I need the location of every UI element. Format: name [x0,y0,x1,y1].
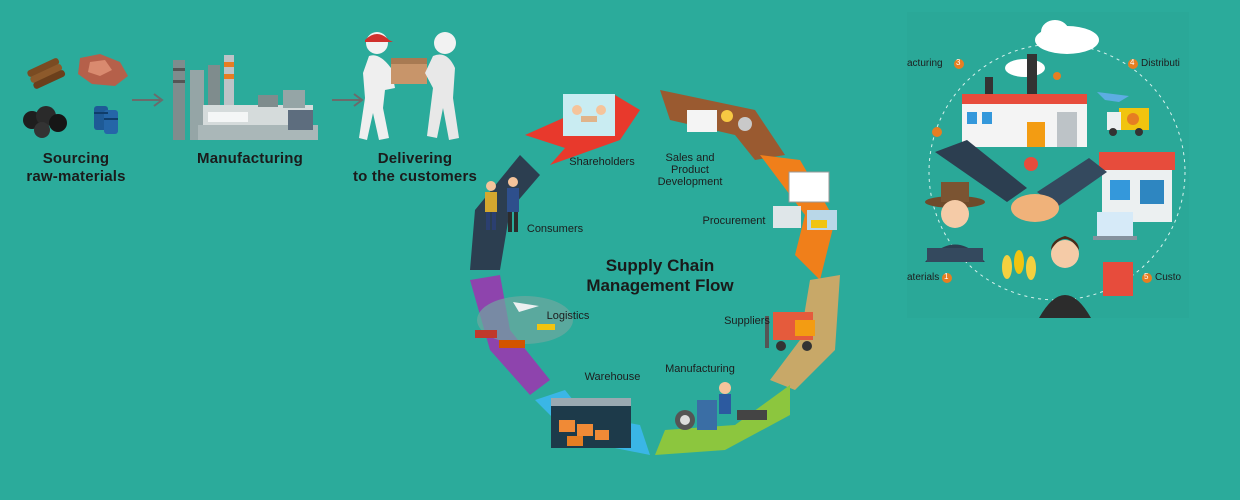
sales-arrow [660,90,785,160]
cycle-diagram [455,80,855,460]
side-badge-1: 1 [944,272,949,281]
stage-label-sales: Sales and Product Development [657,152,723,188]
farmer-icon [925,182,985,262]
shopping-bag-icon [1103,262,1133,296]
procurement-arrow [760,155,835,280]
stage-label-procurement: Procurement [702,215,766,227]
warehouse-icon [551,398,631,448]
stage-label-shareholders: Shareholders [569,156,635,168]
factory-icon [962,54,1087,147]
manufacturing-arrow [655,385,790,455]
handshake-icon [935,140,1107,222]
truck-icon [1107,108,1149,136]
side-label-raw-materials: aterials [907,272,940,283]
gear-icon [1053,72,1061,80]
manufacturing-label: Manufacturing [197,150,303,167]
forklift-icon [765,312,815,351]
gear-icon [1024,157,1038,171]
side-badge-4: 4 [1130,58,1135,67]
stage-label-suppliers: Suppliers [724,315,770,327]
coal-icon [23,106,67,138]
sales-icon [687,110,752,132]
shop-icon [1099,152,1175,222]
side-badge-5: 5 [1144,272,1149,281]
wheat-icon [1002,250,1036,280]
diagram-title: Supply Chain Management Flow [586,256,734,295]
stage-label-logistics: Logistics [546,310,590,322]
airplane-icon [1097,92,1129,102]
barrel-icon [94,106,118,134]
stage-label-warehouse: Warehouse [584,371,641,383]
customer-icon [1039,236,1091,318]
side-label-distribution: Distributi [1141,58,1180,69]
delivering-label: Delivering to the customers [352,150,478,185]
procurement-icon [773,171,837,230]
logistics-icon [475,296,573,348]
ore-icon [78,54,128,86]
factory-worker-icon [675,382,767,430]
factory-illustration [168,50,323,145]
arrow-right-icon [130,92,166,113]
side-label-customers: Custo [1155,272,1182,283]
side-panel: acturing 3 4 Distributi aterials 1 5 Cus… [907,12,1189,318]
consumers-arrow [470,155,540,270]
gear-icon [932,127,942,137]
consumers-icon [485,177,519,232]
laptop-icon [1093,212,1137,240]
cloud-icon [1005,20,1099,77]
shareholders-icon [563,94,615,136]
side-label-manufacturing: acturing [907,58,943,69]
delivery-illustration [355,28,470,148]
stage-label-manufacturing: Manufacturing [665,363,735,375]
side-badge-3: 3 [956,58,961,67]
raw-materials-illustration [20,50,135,145]
sourcing-label: Sourcing raw-materials [26,150,126,185]
logs-icon [27,58,66,89]
arrow-right-icon [330,92,366,113]
stage-label-consumers: Consumers [526,223,584,235]
